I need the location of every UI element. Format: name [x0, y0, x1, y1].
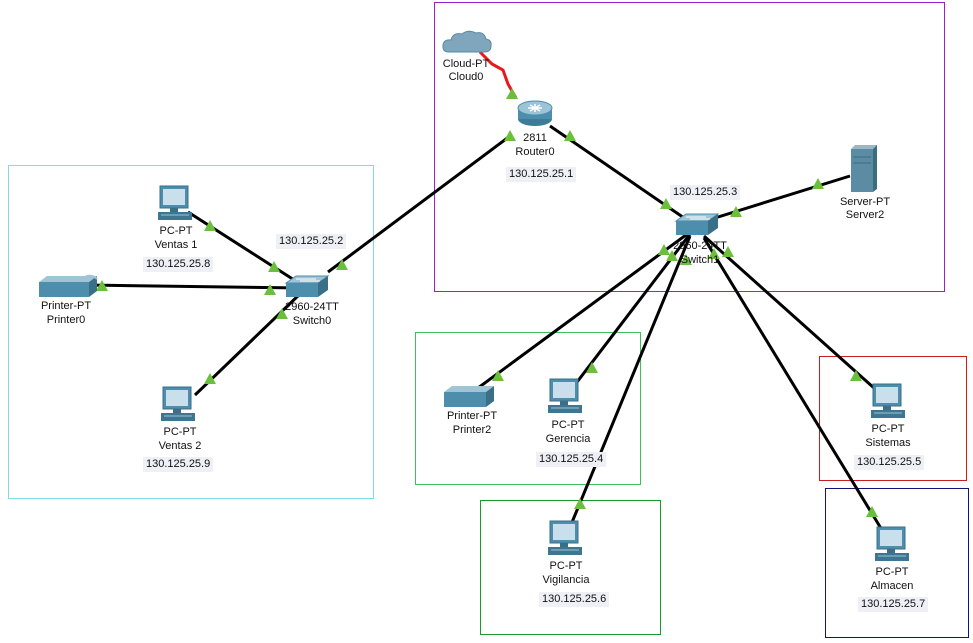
router-icon[interactable]: [516, 99, 554, 127]
gerencia-type-label: PC-PT: [551, 419, 585, 431]
switch-icon[interactable]: [674, 213, 720, 239]
ventas2-name-label: Ventas 2: [158, 440, 202, 452]
switch0-ip-label: 130.125.25.2: [276, 234, 347, 249]
zone-router: [434, 2, 945, 292]
server2-name-label: Server2: [845, 209, 885, 221]
link-switch1-almacen[interactable]: [702, 237, 884, 531]
server-icon[interactable]: [847, 143, 881, 193]
link-cloud0-router0[interactable]: [478, 50, 518, 99]
vigilancia-ip-label: 130.125.25.6: [539, 592, 610, 607]
pc-icon[interactable]: [870, 383, 908, 421]
zone-sistemas: [819, 356, 967, 481]
printer2-name-label: Printer2: [452, 424, 492, 436]
switch1-name-label: Switch1: [680, 254, 720, 266]
link-switch0-ventas2[interactable]: [193, 290, 304, 397]
link-switch1-sistemas[interactable]: [703, 234, 875, 390]
server2-type-label: Server-PT: [839, 196, 891, 208]
link-switch0-printer0[interactable]: [85, 283, 303, 290]
printer-icon[interactable]: [37, 274, 101, 300]
pc-icon[interactable]: [874, 526, 912, 564]
ventas1-ip-label: 130.125.25.8: [143, 257, 214, 272]
switch0-name-label: Switch0: [292, 315, 332, 327]
zone-vigilancia: [480, 500, 661, 635]
ventas1-name-label: Ventas 1: [154, 239, 198, 251]
router0-name-label: Router0: [515, 146, 555, 158]
router0-ip-label: 130.125.25.1: [506, 167, 577, 182]
switch0-type-label: 2960-24TT: [285, 301, 339, 313]
pc-icon[interactable]: [547, 378, 585, 416]
printer0-type-label: Printer-PT: [40, 300, 92, 312]
gerencia-name-label: Gerencia: [545, 433, 591, 445]
sistemas-type-label: PC-PT: [871, 423, 905, 435]
almacen-type-label: PC-PT: [875, 566, 909, 578]
link-switch1-server2[interactable]: [701, 174, 851, 224]
switch1-ip-label: 130.125.25.3: [670, 185, 741, 200]
printer0-name-label: Printer0: [46, 314, 86, 326]
zone-switch0: [8, 165, 374, 499]
almacen-name-label: Almacen: [870, 580, 914, 592]
sistemas-name-label: Sistemas: [865, 437, 911, 449]
sistemas-ip-label: 130.125.25.5: [854, 455, 925, 470]
printer-icon[interactable]: [442, 384, 498, 410]
cloud0-type-label: Cloud-PT: [442, 58, 490, 70]
zone-gerencia: [415, 332, 641, 485]
pc-icon[interactable]: [157, 185, 195, 223]
printer2-type-label: Printer-PT: [446, 410, 498, 422]
switch-icon[interactable]: [284, 275, 330, 301]
zone-almacen: [825, 488, 969, 638]
ventas2-ip-label: 130.125.25.9: [143, 457, 214, 472]
cloud0-name-label: Cloud0: [448, 71, 484, 83]
router0-type-label: 2811: [523, 132, 547, 144]
switch1-type-label: 2960-24TT: [673, 240, 727, 252]
link-router0-switch0[interactable]: [327, 134, 511, 274]
pc-icon[interactable]: [160, 386, 198, 424]
cloud-icon[interactable]: [441, 28, 493, 56]
almacen-ip-label: 130.125.25.7: [858, 597, 929, 612]
ventas1-type-label: PC-PT: [159, 225, 193, 237]
vigilancia-type-label: PC-PT: [549, 560, 583, 572]
pc-icon[interactable]: [547, 520, 585, 558]
vigilancia-name-label: Vigilancia: [542, 574, 590, 586]
link-switch0-ventas1[interactable]: [187, 210, 303, 287]
link-switch1-vigilancia[interactable]: [566, 235, 692, 533]
gerencia-ip-label: 130.125.25.4: [536, 452, 607, 467]
link-switch1-printer2[interactable]: [477, 230, 691, 390]
ventas2-type-label: PC-PT: [163, 426, 197, 438]
